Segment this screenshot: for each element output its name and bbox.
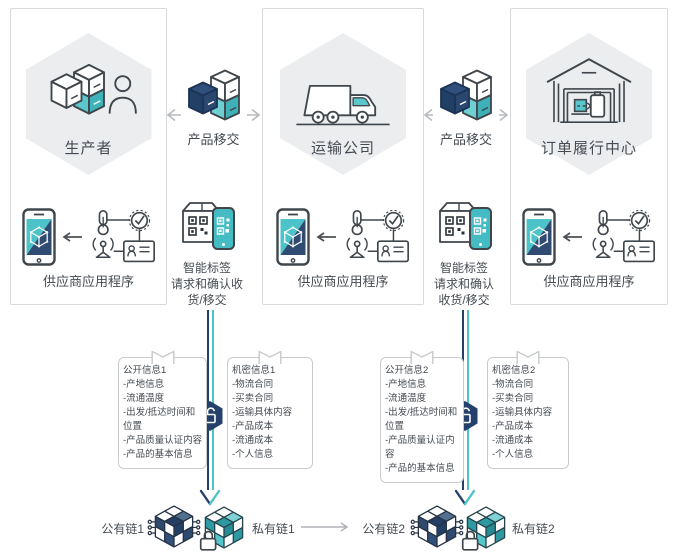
flow-line-teal (467, 310, 469, 490)
ribbon-notch-icon (516, 350, 540, 364)
ribbon-notch-icon (151, 350, 175, 364)
flow-line-teal (212, 310, 214, 490)
ribbon-notch-icon (258, 350, 282, 364)
smart-tag-label: 智能标签 请求和确认 收货/移交 (433, 261, 494, 307)
app-label: 供应商应用程序 (297, 274, 389, 289)
product-boxes-icon (180, 68, 247, 124)
supplier-app-row (263, 208, 423, 266)
station-label: 生产者 (64, 140, 113, 157)
public-chain-cubes-icon (147, 503, 201, 550)
warehouse-icon (545, 53, 633, 132)
station-fulfillment-center: 订单履行中心 供应商应用程序 (510, 8, 668, 305)
iot-sensors-icon (342, 209, 410, 266)
private-chain-label: 私有链2 (512, 522, 555, 536)
supplier-app-row (511, 208, 667, 266)
handover-label: 产品移交 (439, 132, 492, 147)
smart-tag-group-1: 智能标签 请求和确认收 货/移交 (157, 198, 257, 308)
station-producer: 生产者 供应商应用程序 (10, 8, 167, 305)
info-card-title: 机密信息2 (492, 365, 536, 376)
info-card-secret-2: 机密信息2 -物流合同 -买卖合同 -运输具体内容 -产品成本 -流通成本 -个… (487, 357, 569, 469)
truck-icon (295, 73, 391, 130)
producer-cubes-person-icon (40, 63, 138, 123)
private-chain-label: 私有链1 (252, 522, 295, 536)
info-card-title: 机密信息1 (232, 365, 276, 376)
info-card-items: -物流合同 -买卖合同 -运输具体内容 -产品成本 -流通成本 -个人信息 (232, 379, 293, 460)
smart-tag-group-2: 智能标签 请求和确认 收货/移交 (414, 198, 514, 308)
supplier-app-row (11, 208, 166, 266)
left-arrow-icon (562, 232, 582, 242)
public-chain-cubes-icon (410, 503, 464, 550)
info-card-items: -产地信息 -流通温度 -出发/抵达时间和位置 -产品质量认证内容 -产品的基本… (385, 379, 458, 474)
info-card-items: -产地信息 -流通温度 -出发/抵达时间和位置 -产品质量认证内容 -产品的基本… (123, 379, 203, 460)
handover-group-1: 产品移交 (165, 0, 262, 170)
handover-label: 产品移交 (187, 132, 240, 147)
iot-sensors-icon (88, 209, 156, 266)
smart-tag-qr-icon (178, 198, 236, 252)
app-label: 供应商应用程序 (42, 274, 134, 289)
ribbon-notch-icon (410, 350, 434, 364)
public-chain-label: 公有链1 (101, 522, 144, 536)
info-card-public-1: 公开信息1 -产地信息 -流通温度 -出发/抵达时间和位置 -产品质量认证内容 … (118, 357, 207, 469)
iot-sensors-icon (588, 209, 656, 266)
flow-line-navy (207, 310, 209, 490)
info-card-title: 公开信息2 (385, 365, 429, 376)
smart-tag-qr-icon (435, 198, 493, 252)
info-card-title: 公开信息1 (123, 365, 167, 376)
app-label: 供应商应用程序 (543, 274, 635, 289)
smartphone-blockchain-icon (22, 208, 56, 266)
station-label: 订单履行中心 (540, 140, 637, 157)
left-arrow-icon (61, 232, 82, 242)
right-arrow-icon (301, 522, 349, 532)
station-transport-company: 运输公司 供应商应用程序 (262, 8, 424, 305)
private-chain-cubes-icon (197, 504, 251, 551)
station-label: 运输公司 (310, 140, 375, 157)
left-arrow-icon (316, 232, 336, 242)
info-card-secret-1: 机密信息1 -物流合同 -买卖合同 -运输具体内容 -产品成本 -流通成本 -个… (227, 357, 313, 469)
handover-group-2: 产品移交 (422, 0, 510, 170)
private-chain-cubes-icon (459, 504, 513, 551)
info-card-public-2: 公开信息2 -产地信息 -流通温度 -出发/抵达时间和位置 -产品质量认证内容 … (380, 357, 464, 483)
info-card-items: -物流合同 -买卖合同 -运输具体内容 -产品成本 -流通成本 -个人信息 (492, 379, 553, 460)
smartphone-blockchain-icon (522, 208, 556, 266)
product-boxes-icon (433, 68, 499, 124)
smartphone-blockchain-icon (276, 208, 310, 266)
smart-tag-label: 智能标签 请求和确认收 货/移交 (170, 261, 243, 307)
public-chain-label: 公有链2 (362, 522, 405, 536)
